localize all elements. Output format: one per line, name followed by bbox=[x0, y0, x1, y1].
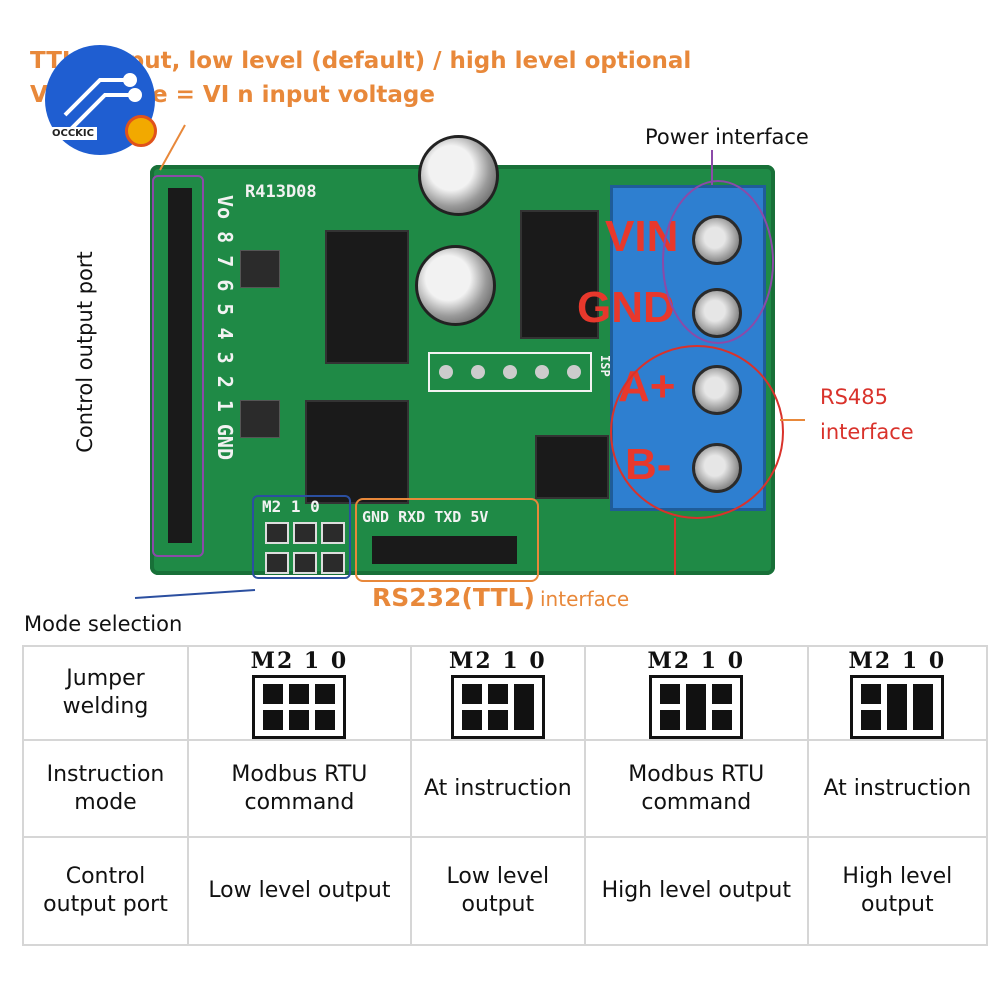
rs485-interface-label: interface bbox=[820, 420, 914, 444]
pin-8: 8 bbox=[213, 231, 237, 244]
table-row: Control output port Low level output Low… bbox=[22, 836, 989, 946]
instruction-cell-2: At instruction bbox=[409, 739, 586, 838]
jumper-cell-1: M2 1 0 bbox=[187, 645, 412, 741]
jumper-diagram-bar-middle bbox=[649, 675, 744, 739]
isp-header bbox=[428, 352, 592, 392]
pin-4: 4 bbox=[213, 327, 237, 340]
ttl-header-outline bbox=[355, 498, 539, 582]
control-cell-1: Low level output bbox=[187, 836, 412, 946]
ttl-header-label: GND RXD TXD 5V bbox=[362, 508, 489, 526]
jumper-diagram-bar-right bbox=[450, 675, 545, 739]
mode-jumper-outline bbox=[252, 495, 351, 579]
row-header-control: Control output port bbox=[22, 836, 189, 946]
pin-6: 6 bbox=[213, 279, 237, 292]
rs232-label: RS232(TTL) bbox=[372, 583, 535, 612]
rs232-interface-label: interface bbox=[540, 587, 630, 611]
control-cell-4: High level output bbox=[806, 836, 989, 946]
rs485-callout-circle bbox=[610, 345, 784, 519]
instruction-cell-4: At instruction bbox=[806, 739, 989, 838]
ttl-pin-header bbox=[372, 536, 517, 564]
regulator-chip bbox=[520, 210, 599, 339]
jumper-diagram-dots bbox=[252, 675, 347, 739]
mode-selection-heading: Mode selection bbox=[24, 612, 183, 636]
pin-7: 7 bbox=[213, 255, 237, 268]
circuit-icon bbox=[63, 73, 142, 132]
pin-gnd: GND bbox=[213, 423, 237, 461]
instruction-cell-3: Modbus RTU command bbox=[583, 739, 809, 838]
board-model: R413D08 bbox=[245, 182, 317, 202]
pin-2: 2 bbox=[213, 375, 237, 388]
jumper-cell-2: M2 1 0 bbox=[409, 645, 586, 741]
ic-chip-2 bbox=[305, 400, 409, 504]
mode-table: Jumper welding M2 1 0 M2 1 0 M2 1 0 bbox=[22, 645, 989, 946]
pin-5: 5 bbox=[213, 303, 237, 316]
smd-component-1 bbox=[240, 250, 280, 288]
pin-1: 1 bbox=[213, 399, 237, 412]
mode-jumper-pads bbox=[265, 522, 345, 574]
control-cell-2: Low level output bbox=[409, 836, 586, 946]
smd-component-2 bbox=[240, 400, 280, 438]
gear-icon bbox=[125, 115, 157, 147]
ic-chip-1 bbox=[325, 230, 409, 364]
pin-3: 3 bbox=[213, 351, 237, 364]
transceiver-chip bbox=[535, 435, 609, 499]
instruction-cell-1: Modbus RTU command bbox=[187, 739, 412, 838]
power-callout-circle bbox=[662, 180, 774, 344]
terminal-gnd: GND bbox=[577, 283, 675, 332]
isp-label: ISP bbox=[598, 355, 612, 377]
jumper-diagram-bar-two bbox=[850, 675, 945, 739]
table-row: Instruction mode Modbus RTU command At i… bbox=[22, 739, 989, 838]
brand-name: OCCKIC bbox=[49, 127, 97, 140]
output-pin-header bbox=[160, 180, 200, 550]
row-header-jumper: Jumper welding bbox=[22, 645, 189, 741]
brand-logo: OCCKIC bbox=[45, 45, 157, 155]
mode-jumper-label: M2 1 0 bbox=[262, 497, 320, 516]
row-header-instruction: Instruction mode bbox=[22, 739, 189, 838]
jumper-cell-4: M2 1 0 bbox=[806, 645, 989, 741]
table-row: Jumper welding M2 1 0 M2 1 0 M2 1 0 bbox=[22, 645, 989, 741]
control-port-outline bbox=[152, 175, 204, 557]
rs485-label: RS485 bbox=[820, 385, 889, 409]
jumper-cell-3: M2 1 0 bbox=[583, 645, 809, 741]
pin-labels: Vo 8 7 6 5 4 3 2 1 GND bbox=[207, 195, 243, 460]
power-interface-label: Power interface bbox=[645, 125, 809, 149]
capacitor-1 bbox=[418, 135, 499, 216]
control-cell-3: High level output bbox=[583, 836, 809, 946]
pin-vo: Vo bbox=[213, 195, 237, 220]
capacitor-2 bbox=[415, 245, 496, 326]
rs232-label-group: RS232(TTL) interface bbox=[372, 583, 629, 612]
